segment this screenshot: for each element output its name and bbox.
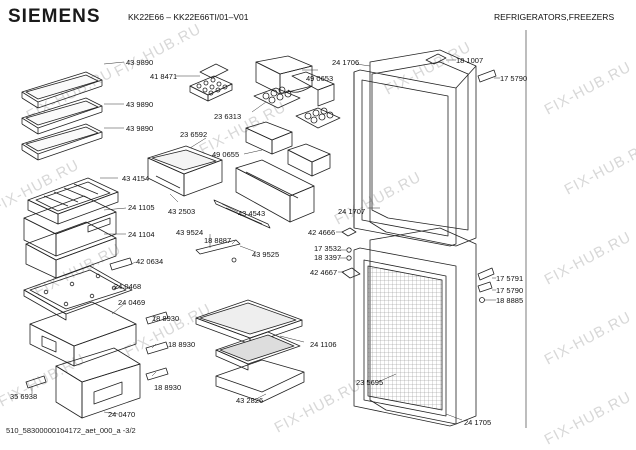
document-footer: 510_58300000104172_aet_000_a -3/2 (6, 426, 136, 435)
part-label: 24 1106 (310, 340, 337, 349)
freezer-drawer-2 (55, 347, 141, 419)
part-label: 23 6592 (180, 130, 208, 139)
part-label: 43 4543 (238, 209, 266, 218)
freezer-tray (215, 359, 305, 403)
door-bin-bottle (235, 159, 315, 223)
glass-shelf-1 (21, 71, 103, 109)
part-label: 18 8930 (168, 340, 196, 349)
part-label: 17 5791 (496, 274, 524, 283)
part-label: 24 1105 (128, 203, 155, 212)
part-label: 18 8930 (154, 383, 182, 392)
drawer-handles (25, 257, 169, 389)
part-label: 17 3532 (314, 244, 342, 253)
part-label: 42 0634 (136, 257, 164, 266)
dairy-drawer (147, 145, 223, 197)
glass-shelf-3 (21, 123, 103, 161)
product-category: REFRIGERATORS,FREEZERS (494, 12, 615, 22)
part-label: 24 0470 (108, 410, 136, 419)
hinges (341, 53, 497, 303)
glass-shelf-2 (21, 97, 103, 135)
part-label: 43 9524 (176, 228, 204, 237)
part-label: 23 5695 (356, 378, 384, 387)
part-label: 42 4667 (310, 268, 338, 277)
crisper-cover (27, 177, 119, 225)
part-label: 23 6313 (214, 112, 242, 121)
freezer-plate (23, 265, 133, 321)
part-label: 24 1104 (128, 230, 155, 239)
fridge-door-upper (353, 49, 477, 247)
part-label: 18 8885 (496, 296, 524, 305)
door-bin-middle (245, 121, 331, 177)
part-label: 24 1705 (464, 418, 492, 427)
part-label: 41 8471 (150, 72, 178, 81)
egg-tray (189, 63, 233, 102)
drawer-frame-2 (25, 221, 117, 279)
part-label: 18 8930 (152, 314, 180, 323)
part-label: 43 9890 (126, 100, 154, 109)
egg-insert-pair (253, 86, 341, 129)
part-label: 24 1706 (332, 58, 360, 67)
part-label: 24 0469 (118, 298, 146, 307)
part-label: 18 8887 (204, 236, 232, 245)
part-label: 17 5790 (500, 74, 528, 83)
part-label: 49 0653 (306, 74, 334, 83)
shelf-rail (195, 199, 271, 263)
part-label: 43 9890 (126, 58, 154, 67)
freezer-grille-lower (215, 331, 301, 371)
part-label: 43 4154 (122, 174, 150, 183)
part-label: 24 0468 (114, 282, 142, 291)
brand-logo: SIEMENS (8, 6, 101, 27)
part-label: 35 6938 (10, 392, 38, 401)
part-label: 43 2826 (236, 396, 264, 405)
part-label: 43 9525 (252, 250, 280, 259)
part-label: 43 9890 (126, 124, 154, 133)
freezer-door (353, 227, 477, 427)
model-number: KK22E66 – KK22E66TI/01–V01 (128, 12, 249, 22)
part-label: 24 1707 (338, 207, 366, 216)
part-label: 42 4666 (308, 228, 336, 237)
part-label: 18 3397 (314, 253, 342, 262)
part-label: 17 5790 (496, 286, 524, 295)
freezer-drawer-1 (29, 301, 137, 367)
part-label: 18 1007 (456, 56, 484, 65)
part-label: 49 0655 (212, 150, 240, 159)
part-label: 43 2503 (168, 207, 196, 216)
